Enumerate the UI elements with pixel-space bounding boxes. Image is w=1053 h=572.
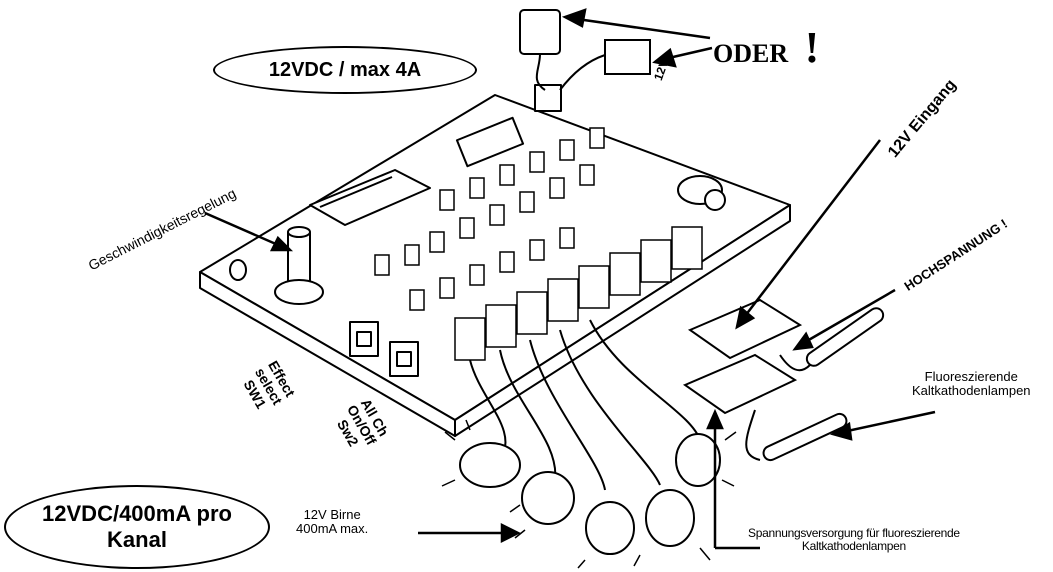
oder-label: ODER !: [713, 23, 820, 72]
led: [229, 259, 247, 281]
arrow-fluor: [837, 410, 936, 435]
terminal-block: [454, 317, 486, 361]
battery: [604, 39, 651, 75]
bulb-label: 12V Birne 400mA max.: [296, 507, 369, 537]
arrow-speed: [204, 211, 286, 250]
channel-rating-line2: Kanal: [107, 527, 167, 552]
bulb: [459, 442, 521, 488]
fluor-lamp-label: Fluoreszierende Kaltkathodenlampen: [912, 369, 1031, 399]
supply-label: Spannungsversorgung für fluoreszierende …: [748, 526, 960, 554]
switch-sw1: [349, 321, 379, 357]
arrow-12v-eingang: [741, 139, 881, 321]
switch-sw2: [389, 341, 419, 377]
power-rating-badge: 12VDC / max 4A: [213, 46, 477, 94]
inverter-module: [687, 298, 803, 360]
fuse-holder: [455, 116, 525, 168]
oder-text: ODER: [713, 39, 789, 68]
power-rating-text: 12VDC / max 4A: [268, 58, 422, 81]
arrow-oder-to-adapter: [569, 16, 711, 40]
wall-adapter: [519, 9, 561, 55]
power-terminal: [534, 84, 562, 112]
arrow-hochspannung: [799, 288, 896, 347]
exclamation-text: !: [804, 23, 820, 72]
channel-rating-badge: 12VDC/400mA pro Kanal: [4, 485, 270, 569]
channel-rating-line1: 12VDC/400mA pro: [42, 501, 232, 526]
cold-cathode-lamp: [805, 307, 885, 367]
ic-chip: [309, 169, 431, 226]
